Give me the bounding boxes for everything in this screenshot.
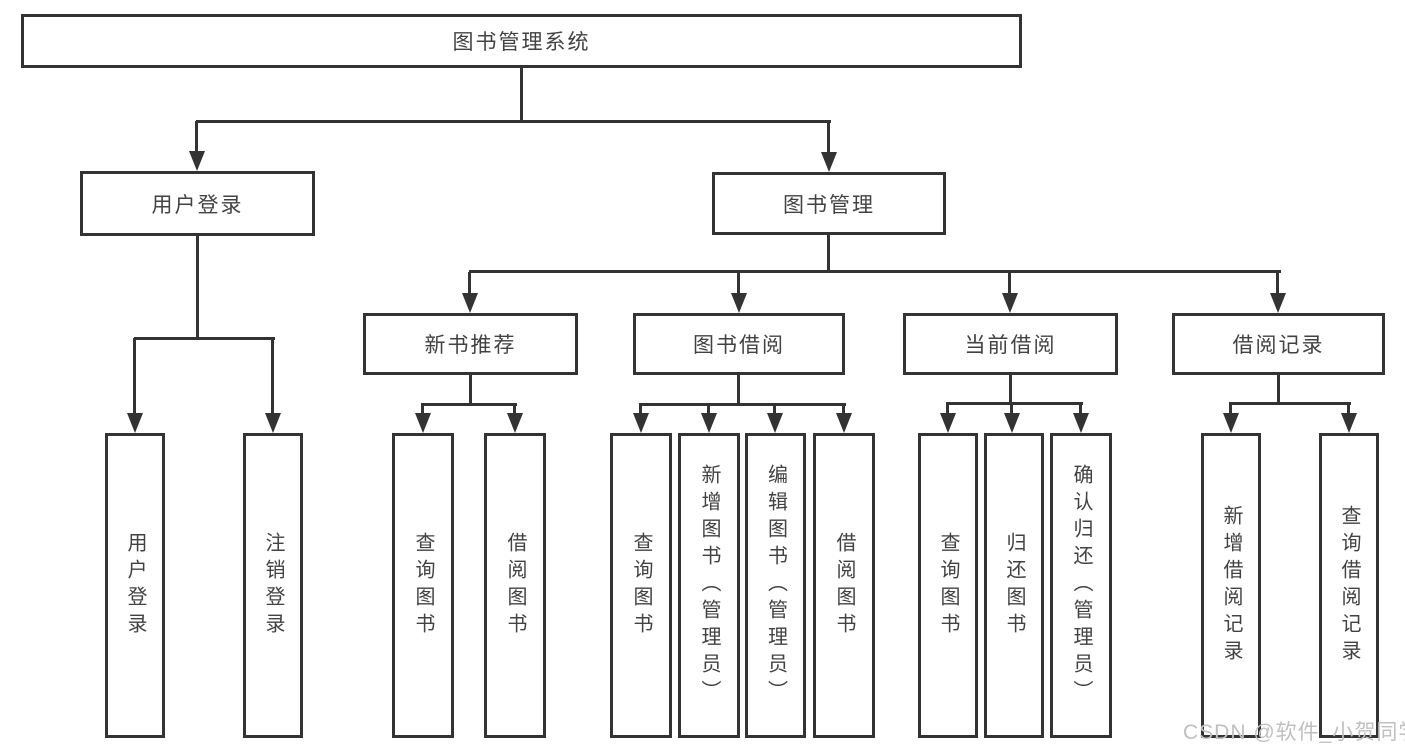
leaf-query-borrow-record: 查询借阅记录 [1319, 433, 1379, 738]
arrow-down-to-leaf-query-books-1 [415, 404, 431, 433]
node-book-management: 图书管理 [712, 172, 946, 235]
connector-book-borrow-stem [737, 375, 740, 406]
leaf-query-books-3: 查询图书 [918, 433, 978, 738]
connector-book-mgmt-stem [827, 235, 830, 273]
connector-user-login-stem [196, 236, 199, 338]
leaf-query-books-2: 查询图书 [610, 433, 672, 738]
leaf-confirm-return-admin-label: 确认归还（管理员） [1070, 464, 1092, 707]
leaf-borrow-books-2-label: 借阅图书 [833, 531, 855, 640]
leaf-logout-label: 注销登录 [262, 531, 284, 640]
leaf-return-books-label: 归还图书 [1003, 531, 1025, 640]
node-user-login: 用户登录 [80, 171, 315, 236]
connector-new-book-stem [469, 375, 472, 406]
arrow-down-to-new-book [462, 272, 478, 313]
leaf-user-login-label: 用户登录 [124, 531, 146, 640]
connector-root-stem [520, 68, 523, 120]
leaf-confirm-return-admin: 确认归还（管理员） [1050, 433, 1112, 738]
arrow-down-to-leaf-query-books-3 [940, 403, 956, 433]
arrow-down-to-leaf-user-login [127, 338, 143, 433]
leaf-borrow-books-1-label: 借阅图书 [504, 531, 526, 640]
connector-borrow-records-stem [1277, 375, 1280, 405]
leaf-add-borrow-record-label: 新增借阅记录 [1220, 504, 1242, 667]
node-book-borrow: 图书借阅 [633, 313, 845, 375]
arrow-down-to-user-login [189, 121, 205, 171]
leaf-borrow-books-1: 借阅图书 [484, 433, 546, 738]
leaf-edit-books-admin-label: 编辑图书（管理员） [764, 464, 787, 707]
arrow-down-to-book-mgmt [821, 121, 837, 172]
arrow-down-to-borrow-records [1270, 272, 1286, 313]
leaf-return-books: 归还图书 [984, 433, 1044, 738]
leaf-add-books-admin-label: 新增图书（管理员） [698, 464, 720, 707]
connector-current-borrow-crossbar [946, 402, 1083, 405]
leaf-query-books-2-label: 查询图书 [630, 531, 652, 640]
node-new-book-recommend: 新书推荐 [363, 313, 578, 375]
arrow-down-to-leaf-add-record [1223, 403, 1239, 433]
node-root: 图书管理系统 [21, 14, 1022, 68]
arrow-down-to-leaf-borrow-books-2 [836, 404, 852, 433]
connector-user-login-crossbar [134, 337, 275, 340]
leaf-add-books-admin: 新增图书（管理员） [678, 433, 740, 738]
arrow-down-to-leaf-edit-books [767, 404, 783, 433]
arrow-down-to-book-borrow [731, 272, 747, 313]
arrow-down-to-leaf-confirm-return [1073, 403, 1089, 433]
connector-current-borrow-stem [1009, 375, 1012, 405]
leaf-borrow-books-2: 借阅图书 [813, 433, 875, 738]
connector-borrow-records-crossbar [1229, 402, 1351, 405]
arrow-down-to-leaf-borrow-books-1 [507, 404, 523, 433]
leaf-query-books-1-label: 查询图书 [412, 531, 434, 640]
leaf-user-login: 用户登录 [105, 433, 165, 738]
csdn-watermark: CSDN @软件_小贺同学 [1183, 721, 1405, 744]
connector-new-book-crossbar [421, 403, 517, 406]
arrow-down-to-leaf-query-record [1341, 403, 1357, 433]
arrow-down-to-leaf-logout [265, 338, 281, 433]
leaf-query-borrow-record-label: 查询借阅记录 [1338, 504, 1360, 667]
node-current-borrow: 当前借阅 [903, 313, 1118, 375]
connector-root-crossbar [196, 120, 831, 123]
arrow-down-to-leaf-query-books-2 [633, 404, 649, 433]
arrow-down-to-leaf-add-books [701, 404, 717, 433]
leaf-query-books-3-label: 查询图书 [937, 531, 959, 640]
arrow-down-to-leaf-return-books [1004, 403, 1020, 433]
connector-book-borrow-crossbar [639, 403, 846, 406]
arrow-down-to-current-borrow [1002, 272, 1018, 313]
leaf-add-borrow-record: 新增借阅记录 [1201, 433, 1261, 738]
connector-book-mgmt-crossbar [469, 270, 1281, 273]
leaf-logout: 注销登录 [243, 433, 303, 738]
node-borrow-records: 借阅记录 [1172, 313, 1385, 375]
leaf-query-books-1: 查询图书 [392, 433, 454, 738]
leaf-edit-books-admin: 编辑图书（管理员） [745, 433, 806, 738]
